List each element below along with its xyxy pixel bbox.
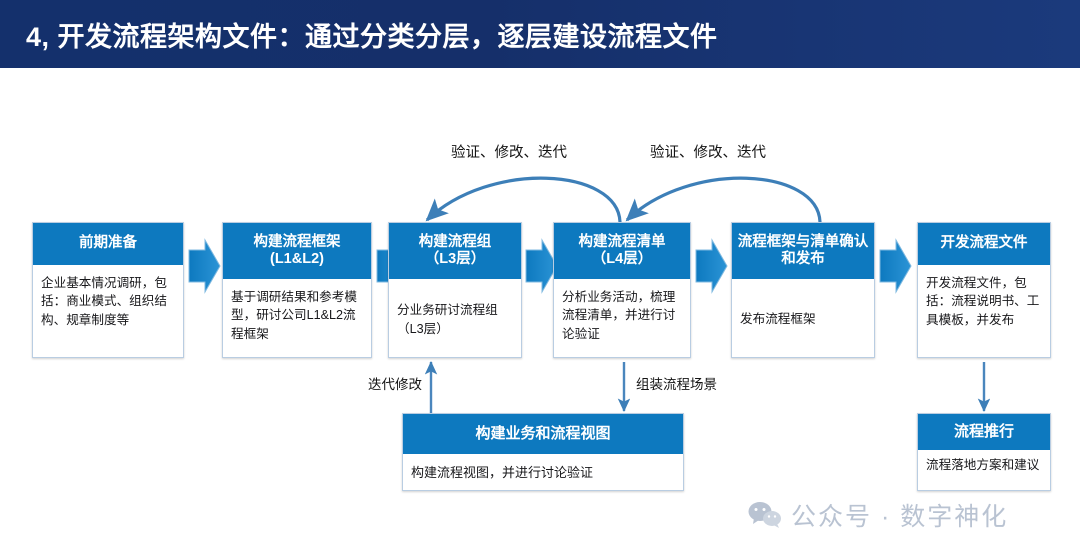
chevron-arrow-5 [879, 238, 912, 294]
process-box-group[interactable]: 构建流程组 （L3层） 分业务研讨流程组（L3层） [388, 222, 522, 358]
process-box-group-body: 分业务研讨流程组（L3层） [389, 279, 521, 357]
process-box-confirm[interactable]: 流程框架与清单确认和发布 发布流程框架 [731, 222, 875, 358]
process-box-frame-body: 基于调研结果和参考模型，研讨公司L1&L2流程框架 [223, 279, 371, 357]
process-box-view-body: 构建流程视图，并进行讨论验证 [403, 454, 683, 490]
process-box-prep-body: 企业基本情况调研，包括：商业模式、组织结构、规章制度等 [33, 265, 183, 357]
chevron-arrow-1 [188, 238, 221, 294]
process-box-frame-subtitle: (L1&L2) [270, 251, 324, 267]
process-box-frame[interactable]: 构建流程框架 (L1&L2) 基于调研结果和参考模型，研讨公司L1&L2流程框架 [222, 222, 372, 358]
process-box-list[interactable]: 构建流程清单 （L4层） 分析业务活动，梳理流程清单，并进行讨论验证 [553, 222, 691, 358]
process-box-dev[interactable]: 开发流程文件 开发流程文件，包括：流程说明书、工具模板，并发布 [917, 222, 1051, 358]
feedback-arrow-2 [625, 176, 822, 223]
process-box-dev-body: 开发流程文件，包括：流程说明书、工具模板，并发布 [918, 265, 1050, 357]
process-box-view-header: 构建业务和流程视图 [403, 414, 683, 454]
label-revise: 迭代修改 [368, 377, 422, 392]
page-title: 4, 开发流程架构文件：通过分类分层，逐层建设流程文件 [26, 21, 718, 52]
process-box-frame-header: 构建流程框架 (L1&L2) [223, 223, 371, 279]
chevron-arrow-3 [525, 238, 558, 294]
process-box-confirm-header: 流程框架与清单确认和发布 [732, 223, 874, 279]
process-box-list-title: 构建流程清单 [578, 233, 666, 250]
watermark-text: 公众号 · 数字神化 [791, 503, 1009, 531]
process-box-prep-header: 前期准备 [33, 223, 183, 265]
process-box-prep-title: 前期准备 [79, 235, 137, 252]
process-box-list-header: 构建流程清单 （L4层） [554, 223, 690, 279]
feedback-arrow-1 [425, 176, 622, 223]
process-box-dev-title: 开发流程文件 [940, 235, 1028, 252]
process-box-group-header: 构建流程组 （L3层） [389, 223, 521, 279]
slide-title-bar: 4, 开发流程架构文件：通过分类分层，逐层建设流程文件 [0, 0, 1080, 68]
label-iterate-2: 验证、修改、迭代 [650, 145, 766, 161]
process-box-group-title: 构建流程组 [418, 233, 492, 250]
process-box-list-subtitle: （L4层） [591, 251, 653, 267]
process-box-dev-header: 开发流程文件 [918, 223, 1050, 265]
process-box-promote-header: 流程推行 [918, 414, 1050, 450]
process-box-frame-title: 构建流程框架 [253, 233, 341, 250]
process-box-promote-body: 流程落地方案和建议 [918, 450, 1050, 490]
process-box-group-subtitle: （L3层） [424, 251, 486, 267]
process-box-prep[interactable]: 前期准备 企业基本情况调研，包括：商业模式、组织结构、规章制度等 [32, 222, 184, 358]
chevron-arrow-4 [695, 238, 728, 294]
label-assemble: 组装流程场景 [636, 377, 717, 392]
watermark: 公众号 · 数字神化 [748, 497, 1008, 533]
process-box-promote-title: 流程推行 [953, 423, 1014, 441]
process-box-list-body: 分析业务活动，梳理流程清单，并进行讨论验证 [554, 279, 690, 357]
process-box-confirm-title: 流程框架与清单确认和发布 [737, 233, 869, 267]
process-box-promote[interactable]: 流程推行 流程落地方案和建议 [917, 413, 1051, 491]
label-iterate-1: 验证、修改、迭代 [451, 145, 567, 161]
process-box-view[interactable]: 构建业务和流程视图 构建流程视图，并进行讨论验证 [402, 413, 684, 491]
process-box-view-title: 构建业务和流程视图 [475, 425, 611, 443]
process-box-confirm-body: 发布流程框架 [732, 279, 874, 357]
wechat-icon [748, 502, 781, 528]
